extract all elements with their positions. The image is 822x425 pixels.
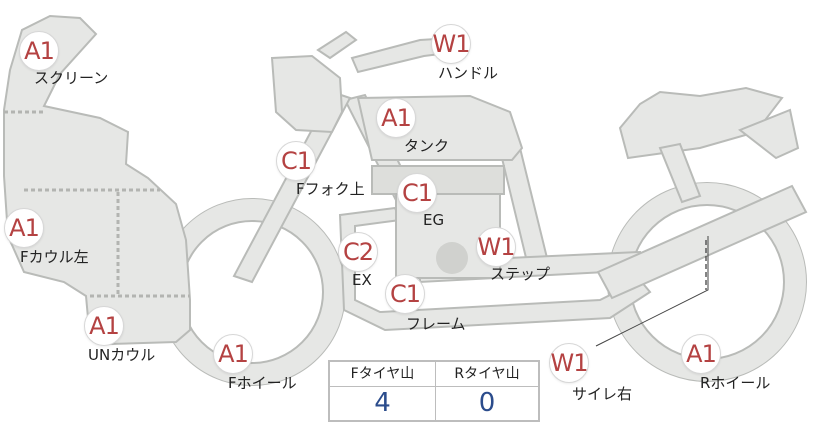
tire-tread-table: Fタイヤ山 Rタイヤ山 4 0 <box>328 360 540 422</box>
frame-label: フレーム <box>406 315 466 333</box>
uncowl-label: UNカウル <box>88 346 156 364</box>
eg-grade-badge: C1 <box>397 173 437 213</box>
cowl-shape <box>3 14 191 346</box>
rear-tire-value: 0 <box>478 388 496 418</box>
eg-label: EG <box>423 211 445 229</box>
uncowl-grade-badge: A1 <box>84 306 124 346</box>
rwheel-grade-badge: A1 <box>681 334 721 374</box>
step-label: ステップ <box>490 265 551 283</box>
front-tire-header: Fタイヤ山 <box>330 362 435 387</box>
ex-grade-badge: C2 <box>338 232 378 272</box>
handle-label: ハンドル <box>438 64 499 82</box>
ffork-grade-badge: C1 <box>276 141 316 181</box>
fcowl-grade-badge: A1 <box>4 208 44 248</box>
front-fork-shape <box>232 90 352 284</box>
silencer-grade-badge: W1 <box>549 343 589 383</box>
silencer-label: サイレ右 <box>572 385 633 403</box>
step-grade-badge: W1 <box>476 227 516 267</box>
exhaust-shape <box>595 184 808 347</box>
tank-grade-badge: A1 <box>376 98 416 138</box>
seat-tail-shape <box>618 86 800 204</box>
fcowl-label: Fカウル左 <box>20 248 89 266</box>
tank-label: タンク <box>404 137 450 155</box>
screen-label: スクリーン <box>34 69 109 87</box>
rear-tire-header: Rタイヤ山 <box>436 362 538 387</box>
rwheel-label: Rホイール <box>700 374 771 392</box>
headlight-shape <box>270 54 344 134</box>
fwheel-grade-badge: A1 <box>213 334 253 374</box>
ex-label: EX <box>352 271 372 289</box>
handle-grade-badge: W1 <box>431 24 471 64</box>
ffork-label: Fフォク上 <box>296 180 365 198</box>
screen-grade-badge: A1 <box>19 31 59 71</box>
table-column-divider <box>435 362 436 420</box>
frame-grade-badge: C1 <box>385 274 425 314</box>
front-tire-value: 4 <box>374 388 391 418</box>
fwheel-label: Fホイール <box>228 374 297 392</box>
